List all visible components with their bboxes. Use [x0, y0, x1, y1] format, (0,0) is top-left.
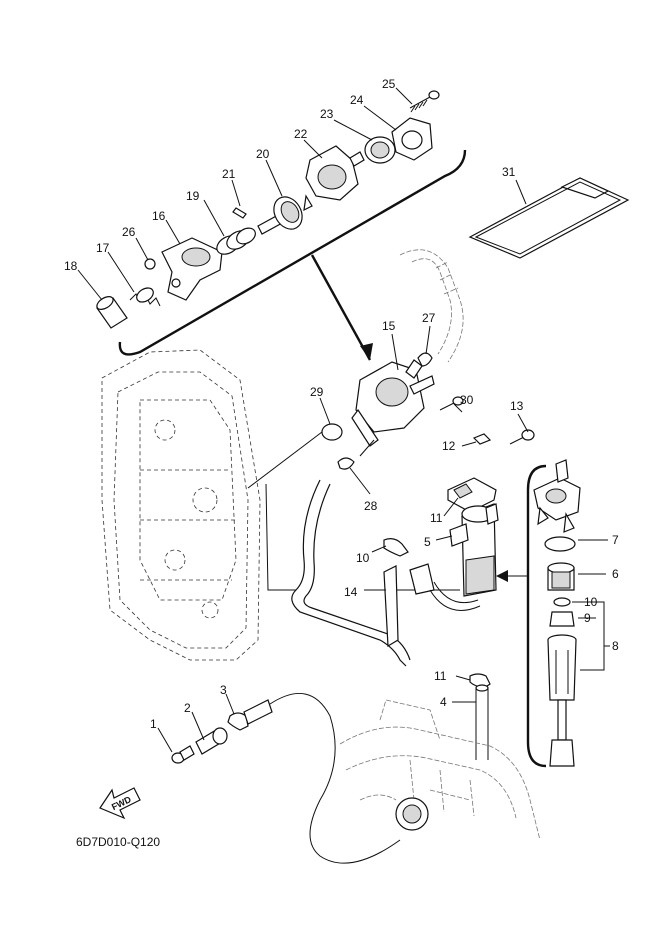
callout-8: 8: [612, 639, 619, 653]
group-pointer-line: [310, 254, 372, 361]
lower-engine-ghost: [339, 699, 541, 841]
callout-23: 22: [294, 127, 308, 141]
part-27-nut: [144, 258, 156, 270]
callout-leaders: [77, 87, 610, 753]
part-13-nut: [472, 433, 492, 445]
callout-11-upper: 10: [356, 551, 370, 565]
callout-4: 4: [440, 695, 447, 709]
group-pointer-arrowhead: [360, 343, 373, 360]
part-23-cover: [303, 145, 365, 212]
callout-31: 31: [502, 165, 516, 179]
part-7-o-ring: [544, 536, 576, 552]
callout-18: 17: [96, 241, 110, 255]
part-6-filter-element: [547, 562, 575, 591]
part-22-pin: [232, 207, 247, 219]
filter-wire-connector: [409, 563, 481, 611]
inlet-hose-end: [243, 699, 273, 725]
callout-29: 29: [310, 385, 324, 399]
part-11-clamp-upper: [383, 538, 409, 557]
callout-13: 12: [442, 439, 456, 453]
callout-25: 24: [350, 93, 364, 107]
part-14-bolt: [509, 429, 535, 445]
part-10-seal: [553, 597, 571, 607]
inlet-fuel-line: [269, 693, 401, 864]
leader-line-1: [247, 431, 323, 489]
cylinder-head-ghost: [101, 349, 261, 661]
part-9-float: [549, 611, 575, 627]
inset-filter-head: [533, 459, 581, 533]
callout-22: 21: [222, 167, 236, 181]
callout-10-label: 10: [584, 595, 598, 609]
part-24-gasket: [364, 136, 396, 164]
callout-5: 5: [424, 535, 431, 549]
fwd-arrow-icon: [99, 787, 141, 820]
part-29-o-ring: [321, 423, 343, 441]
callout-26: 25: [382, 77, 396, 91]
part-18-spring: [129, 287, 161, 307]
callout-27: 26: [122, 225, 136, 239]
part-17-pump-housing: [161, 237, 223, 301]
part-30-bolt: [439, 396, 464, 411]
callout-numbers: 25 24 23 22 20 21 19 16 26 17 18 31 15 2…: [64, 77, 619, 731]
callout-19: 18: [64, 259, 78, 273]
part-31-cover-sheet: [468, 177, 630, 259]
callout-2: 2: [184, 701, 191, 715]
part-5-fuel-filter: [449, 503, 499, 597]
part-28-clamp-upper: [417, 352, 433, 367]
callout-11-lower: 11: [434, 669, 447, 683]
ghost-hose-upper: [399, 249, 464, 363]
callout-1: 1: [150, 717, 157, 731]
diagram-code: 6D7D010-Q120: [76, 835, 160, 849]
part-21-diaphragm: [257, 196, 303, 235]
part-19-piston: [96, 296, 128, 329]
part-28-clamp-lower: [337, 457, 355, 470]
callout-30: 30: [460, 393, 474, 407]
inset-bracket: [526, 464, 547, 768]
part-16-fuel-pump: [351, 359, 435, 447]
callout-28-upper: 27: [422, 311, 436, 325]
part-3-clamp: [227, 712, 249, 731]
part-15-fuel-hose: [291, 479, 411, 667]
part-25-cover-plate: [391, 117, 433, 161]
callout-14: 13: [510, 399, 524, 413]
callout-20: 19: [186, 189, 200, 203]
callout-9: 9: [584, 611, 591, 625]
callout-7: 7: [612, 533, 619, 547]
part-1-fitting: [171, 745, 195, 764]
callout-24: 23: [320, 107, 334, 121]
part-4-hose: [475, 684, 489, 760]
callout-15: 14: [344, 585, 358, 599]
callout-12: 11: [430, 511, 443, 525]
callout-17: 16: [152, 209, 166, 223]
callout-16-label: 15: [382, 319, 396, 333]
exploded-group-bracket: [118, 149, 467, 356]
callout-6: 6: [612, 567, 619, 581]
inset-pointer-arrowhead: [496, 570, 508, 582]
leader-line-3: [359, 439, 375, 457]
callout-3: 3: [220, 683, 227, 697]
part-26-screw: [409, 90, 440, 113]
callout-28-lower: 28: [364, 499, 378, 513]
part-8-filter-cup: [547, 634, 577, 767]
part-20-spring: [216, 227, 256, 255]
part-12-bracket: [447, 477, 497, 513]
part-2-joint: [195, 727, 228, 755]
callout-21: 20: [256, 147, 270, 161]
